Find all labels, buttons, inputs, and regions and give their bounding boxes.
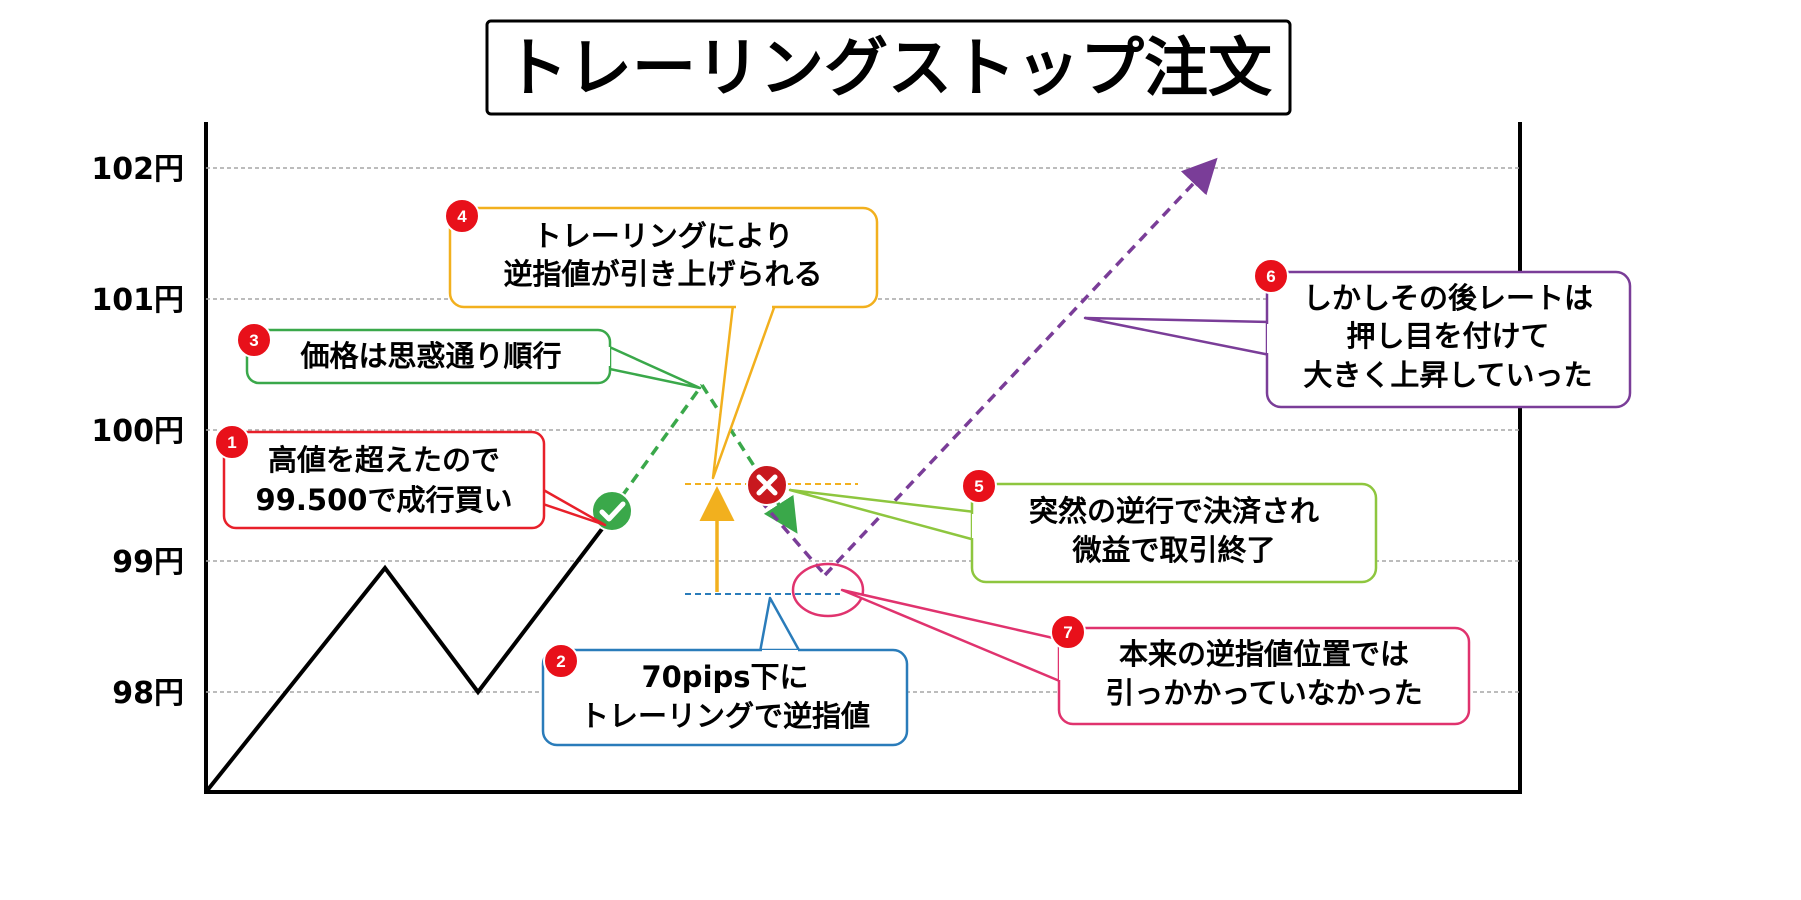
callout-2-pointer — [758, 596, 802, 654]
title-box: トレーリングストップ注文 — [485, 19, 1292, 116]
callout-5-line-2: 微益で取引終了 — [1071, 533, 1275, 567]
callout-1: 高値を超えたので 99.500で成行買い 1 — [214, 424, 607, 530]
callout-1-badge-label: 1 — [227, 433, 236, 452]
y-tick-label: 98円 — [112, 676, 184, 711]
callout-4-badge — [444, 198, 480, 234]
x-circle-icon — [746, 464, 788, 506]
callout-3-badge-label: 3 — [249, 331, 258, 350]
callout-2-line-1: 70pips下に — [641, 660, 808, 694]
callout-2-badge-label: 2 — [556, 652, 565, 671]
callout-6: しかしその後レートは 押し目を付けて 大きく上昇していった 6 — [1083, 258, 1632, 409]
price-path-rise-dashed — [610, 383, 704, 512]
callout-5-line-1: 突然の逆行で決済され — [1029, 494, 1319, 528]
y-axis-labels: 102円 101円 100円 99円 98円 — [91, 152, 184, 711]
callout-6-line-1: しかしその後レートは — [1303, 281, 1593, 315]
callout-1-badge — [214, 424, 250, 460]
original-stop-highlight — [791, 562, 865, 618]
callout-7-badge-label: 7 — [1063, 623, 1072, 642]
callout-6-pointer — [1083, 316, 1272, 357]
y-tick-label: 99円 — [112, 545, 184, 580]
y-tick-label: 102円 — [91, 152, 184, 187]
callout-3-pointer — [603, 343, 702, 390]
callout-3-line-1: 価格は思惑通り順行 — [299, 339, 561, 373]
callout-2-badge — [543, 643, 579, 679]
callout-1-line-1: 高値を超えたので — [268, 443, 500, 477]
check-circle-icon — [591, 490, 633, 532]
callout-5: 突然の逆行で決済され 微益で取引終了 5 — [788, 468, 1378, 584]
price-path-solid — [204, 523, 607, 794]
callout-6-line-3: 大きく上昇していった — [1303, 358, 1592, 392]
page-title: トレーリングストップ注文 — [504, 32, 1272, 106]
callout-4: トレーリングにより 逆指値が引き上げられる 4 — [444, 198, 879, 480]
callout-5-badge-label: 5 — [974, 477, 983, 496]
callout-4-badge-label: 4 — [457, 207, 467, 226]
callout-7: 本来の逆指値位置では 引っかかっていなかった 7 — [840, 588, 1471, 726]
callout-7-badge — [1050, 614, 1086, 650]
hypothetical-path-dashed — [758, 498, 827, 577]
callout-4-line-1: トレーリングにより — [533, 219, 793, 253]
callout-7-line-2: 引っかかっていなかった — [1105, 676, 1423, 710]
callout-5-badge — [961, 468, 997, 504]
callout-6-line-2: 押し目を付けて — [1346, 319, 1549, 353]
callout-1-line-2: 99.500で成行買い — [256, 483, 513, 517]
y-tick-label: 100円 — [91, 414, 184, 449]
callout-4-pointer — [711, 303, 777, 480]
callout-5-pointer — [788, 488, 977, 542]
callout-4-line-2: 逆指値が引き上げられる — [503, 257, 822, 291]
callout-3: 価格は思惑通り順行 3 — [236, 322, 702, 390]
callout-6-badge-label: 6 — [1266, 267, 1275, 286]
callout-6-badge — [1253, 258, 1289, 294]
callout-2-line-2: トレーリングで逆指値 — [580, 699, 870, 733]
callout-7-line-1: 本来の逆指値位置では — [1119, 637, 1409, 671]
callout-2: 70pips下に トレーリングで逆指値 2 — [541, 596, 909, 747]
plot-frame — [204, 122, 1522, 794]
y-tick-label: 101円 — [91, 283, 184, 318]
callout-3-badge — [236, 322, 272, 358]
